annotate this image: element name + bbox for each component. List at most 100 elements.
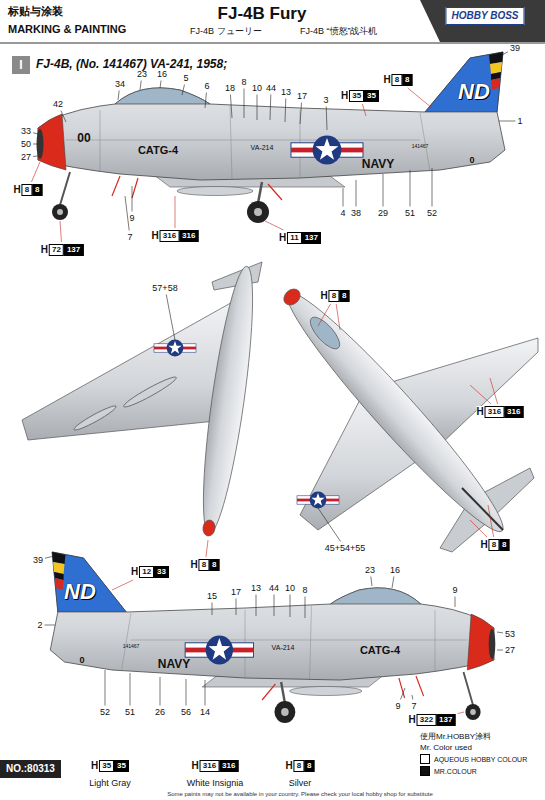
node-text: 33	[154, 566, 169, 578]
node-text: H	[409, 715, 416, 725]
callout-number: 9	[452, 586, 457, 595]
header-text: 标贴与涂装	[8, 6, 63, 17]
node-text: H	[91, 761, 98, 771]
leader-line	[285, 99, 287, 123]
leader-line	[326, 107, 328, 131]
node-text: 8	[304, 760, 314, 772]
leader-line	[205, 680, 206, 706]
node-text: 316	[179, 230, 198, 242]
paint-code: H88	[13, 184, 42, 196]
subtitle: FJ-4B “愤怒”战斗机	[300, 27, 378, 36]
callout-number: 33	[21, 127, 31, 136]
node-text: 316	[219, 760, 238, 772]
paint-code: H88	[190, 559, 219, 571]
leader-line	[236, 599, 237, 616]
node-text: H	[192, 761, 199, 771]
callout-number: 34	[115, 80, 125, 89]
callout-number: 51	[405, 209, 415, 218]
leader-line	[265, 221, 284, 230]
callout-number: 16	[390, 566, 400, 575]
leader-line	[132, 186, 133, 212]
section-marker: I	[12, 56, 30, 74]
leader-line	[408, 88, 432, 108]
leader-line	[125, 196, 129, 231]
colour-name: Silver	[289, 779, 312, 788]
top-view	[273, 280, 538, 552]
node-text: 8	[402, 74, 412, 86]
callout-number: 9	[395, 702, 400, 711]
node-text: 137	[64, 244, 83, 256]
leader-line	[502, 52, 508, 55]
callout-number: 13	[251, 584, 261, 593]
node-text: H	[131, 567, 138, 577]
legend-text: AQUEOUS HOBBY COLOUR	[434, 756, 527, 763]
node-text: 322	[417, 714, 436, 726]
decal-text: 0	[79, 656, 84, 665]
callout-number: 52	[100, 708, 110, 717]
callout-number: 8	[241, 78, 246, 87]
node-text: HOBBY BOSS	[451, 10, 518, 21]
side-profile-left	[37, 52, 506, 223]
leader-line	[244, 89, 245, 119]
decal-text: ND	[458, 81, 490, 103]
node-text: 8	[294, 760, 304, 772]
decal-text: 141467	[123, 644, 140, 649]
callout-number: 2	[37, 621, 42, 630]
callout-number: 57+58	[152, 284, 177, 293]
callout-number: 39	[510, 44, 520, 53]
decal-text: 141467	[412, 144, 429, 149]
callout-number: 39	[33, 556, 43, 565]
node-text: 8	[489, 539, 499, 551]
note-text: Mr. Color used	[420, 744, 472, 752]
header-rule	[0, 42, 545, 44]
node-text: 8	[499, 539, 509, 551]
node-text: 316	[160, 230, 179, 242]
callout-number: 45+54+55	[325, 544, 366, 553]
decal-text: VA-214	[251, 144, 274, 151]
callout-number: 26	[155, 708, 165, 717]
leader-line	[318, 304, 330, 326]
leader-line	[362, 104, 366, 116]
callout-number: 44	[266, 84, 276, 93]
paint-code: H88	[383, 74, 412, 86]
callout-number: 23	[137, 70, 147, 79]
node-text: I	[19, 59, 22, 71]
leader-line	[257, 95, 258, 121]
legend-swatch	[420, 766, 430, 776]
callout-number: 38	[351, 209, 361, 218]
leader-line	[175, 196, 176, 228]
callout-number: 51	[125, 708, 135, 717]
callout-number: 42	[53, 100, 63, 109]
header-band	[420, 0, 545, 42]
leader-line	[212, 603, 213, 616]
leader-line	[186, 679, 187, 706]
callout-number: 53	[505, 630, 515, 639]
node-text: 8	[339, 290, 349, 302]
callout-number: 29	[378, 209, 388, 218]
node-text: H	[320, 291, 327, 301]
callout-number: 6	[204, 82, 209, 91]
node-text: H	[285, 761, 292, 771]
node-text: 35	[99, 760, 114, 772]
callout-number: 52	[427, 209, 437, 218]
callout-number: 27	[505, 646, 515, 655]
leader-line	[130, 673, 131, 706]
decal-text: ND	[64, 581, 96, 603]
node-text: 35	[114, 760, 129, 772]
callout-number: 9	[129, 214, 134, 223]
leader-line	[305, 597, 306, 619]
sheet-title: FJ-4B Fury	[218, 5, 307, 22]
leader-line	[160, 677, 161, 706]
node-text: H	[190, 560, 197, 570]
side-profile-right	[50, 552, 495, 723]
leader-line	[166, 295, 175, 341]
footnote: Some paints may not be available in your…	[167, 791, 433, 797]
callout-number: 50	[21, 140, 31, 149]
node-text: 35	[364, 90, 379, 102]
leader-line	[182, 85, 184, 96]
callout-number: 13	[281, 88, 291, 97]
leader-line	[432, 168, 433, 207]
node-text: 12	[139, 566, 154, 578]
callout-number: 7	[411, 702, 416, 711]
leader-line	[256, 595, 257, 617]
